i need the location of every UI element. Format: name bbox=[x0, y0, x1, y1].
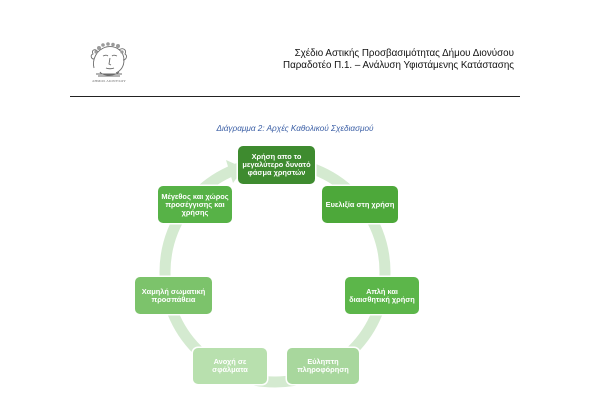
cycle-arrowhead-icon bbox=[226, 160, 244, 183]
document-header: Σχέδιο Αστικής Προσβασιμότητας Δήμου Διο… bbox=[283, 48, 514, 72]
municipality-logo bbox=[86, 38, 132, 84]
dionysus-bust-logo-icon bbox=[90, 42, 127, 77]
header-title: Σχέδιο Αστικής Προσβασιμότητας Δήμου Διο… bbox=[294, 48, 514, 59]
principle-perceptible-information: Εύληπτη πληροφόρηση bbox=[287, 348, 359, 384]
principle-equitable-use: Χρήση απο το μεγαλύτερο δυνατό φάσμα χρη… bbox=[238, 146, 315, 184]
principle-tolerance-for-error: Ανοχή σε σφάλματα bbox=[193, 348, 267, 384]
header-subtitle: Παραδοτέο Π.1. – Ανάλυση Υφιστάμενης Κατ… bbox=[283, 60, 514, 71]
principle-size-and-space: Μέγεθος και χώρος προσέγγισης και χρήσης bbox=[158, 186, 232, 223]
principle-low-physical-effort: Χαμηλή σωματική προσπάθεια bbox=[135, 277, 212, 314]
principle-flexibility: Ευελιξία στη χρήση bbox=[322, 186, 398, 223]
principle-simple-intuitive: Απλή και διαισθητική χρήση bbox=[345, 277, 419, 314]
logo-caption: ΔΗΜΟΣ ΔΙΟΝΥΣΟΥ bbox=[92, 79, 126, 83]
header-rule bbox=[70, 96, 520, 97]
diagram-caption: Διάγραμμα 2: Αρχές Καθολικού Σχεδιασμού bbox=[216, 124, 374, 133]
